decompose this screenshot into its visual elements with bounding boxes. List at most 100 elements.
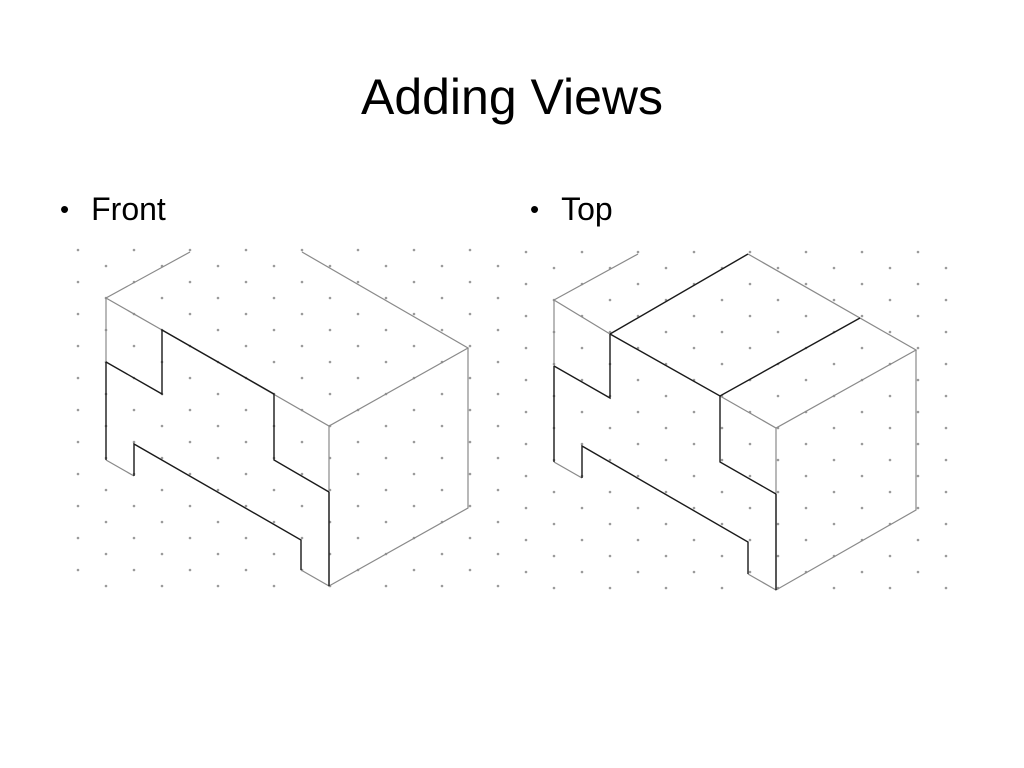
grid-dot	[916, 282, 920, 286]
grid-dot	[636, 506, 640, 510]
grid-dot	[524, 346, 528, 350]
grid-dot	[412, 344, 416, 348]
grid-dot	[300, 440, 304, 444]
grid-dot	[496, 264, 500, 268]
top-view-inner	[609, 317, 861, 397]
grid-dot	[944, 554, 948, 558]
grid-dot	[720, 554, 724, 558]
grid-dot	[132, 504, 136, 508]
grid-dot	[888, 490, 892, 494]
grid-dot	[328, 392, 332, 396]
grid-dot	[300, 280, 304, 284]
grid-dot	[776, 426, 780, 430]
grid-dot	[916, 250, 920, 254]
grid-dot	[440, 328, 444, 332]
grid-dot	[888, 362, 892, 366]
grid-dot	[944, 394, 948, 398]
grid-dot	[916, 314, 920, 318]
slide-title: Adding Views	[360, 69, 664, 125]
bullet-front-label: Front	[91, 191, 166, 227]
grid-dot	[104, 360, 108, 364]
grid-dot	[412, 440, 416, 444]
grid-dot	[384, 488, 388, 492]
grid-dot	[160, 392, 164, 396]
grid-dot	[132, 568, 136, 572]
grid-dot	[496, 456, 500, 460]
grid-dot	[244, 376, 248, 380]
grid-dot	[524, 410, 528, 414]
grid-dot	[608, 362, 612, 366]
grid-dot	[384, 392, 388, 396]
grid-dot	[188, 376, 192, 380]
grid-dot	[608, 298, 612, 302]
grid-dot	[720, 362, 724, 366]
grid-dot	[440, 360, 444, 364]
grid-dot	[104, 456, 108, 460]
grid-dot	[580, 378, 584, 382]
grid-dot	[664, 490, 668, 494]
grid-dot	[944, 586, 948, 590]
grid-dot	[440, 520, 444, 524]
grid-dot	[748, 538, 752, 542]
grid-dot	[272, 520, 276, 524]
grid-dot	[244, 280, 248, 284]
grid-dot	[804, 538, 808, 542]
grid-dot	[328, 488, 332, 492]
grid-dot	[832, 330, 836, 334]
grid-dot	[104, 328, 108, 332]
grid-dot	[720, 266, 724, 270]
grid-dot	[832, 394, 836, 398]
grid-dot	[188, 536, 192, 540]
grid-dot	[160, 520, 164, 524]
grid-dot	[692, 346, 696, 350]
grid-dot	[692, 378, 696, 382]
grid-dot	[132, 312, 136, 316]
grid-dot	[944, 490, 948, 494]
grid-dot	[412, 280, 416, 284]
grid-dot	[272, 328, 276, 332]
grid-dot	[664, 522, 668, 526]
grid-dot	[76, 504, 80, 508]
grid-dot	[860, 538, 864, 542]
grid-dot	[244, 344, 248, 348]
grid-dot	[216, 456, 220, 460]
isometric-object-top	[552, 253, 918, 592]
grid-dot	[608, 394, 612, 398]
bullet-top: • Top	[530, 188, 613, 230]
right-face-edge	[328, 348, 469, 588]
grid-dot	[76, 280, 80, 284]
grid-dot	[76, 440, 80, 444]
top-view-outline	[609, 253, 749, 335]
grid-dot	[552, 362, 556, 366]
grid-dot	[440, 264, 444, 268]
grid-dot	[636, 378, 640, 382]
grid-dot	[356, 472, 360, 476]
top-face-edge	[104, 251, 470, 427]
grid-dot	[244, 440, 248, 444]
grid-dot	[944, 522, 948, 526]
grid-dot	[216, 360, 220, 364]
grid-dot	[748, 442, 752, 446]
grid-dot	[832, 266, 836, 270]
grid-dot	[888, 394, 892, 398]
grid-dot	[160, 328, 164, 332]
grid-dot	[636, 282, 640, 286]
grid-dot	[272, 424, 276, 428]
grid-dot	[720, 586, 724, 590]
grid-dot	[692, 506, 696, 510]
grid-dot	[300, 408, 304, 412]
grid-dot	[468, 248, 472, 252]
grid-dot	[804, 282, 808, 286]
grid-dot	[804, 570, 808, 574]
grid-dot	[720, 490, 724, 494]
grid-dot	[132, 280, 136, 284]
grid-dot	[440, 296, 444, 300]
grid-dot	[552, 330, 556, 334]
grid-dot	[580, 346, 584, 350]
grid-dot	[804, 474, 808, 478]
grid-dot	[468, 376, 472, 380]
grid-dot	[356, 280, 360, 284]
grid-dot	[832, 586, 836, 590]
grid-dot	[524, 314, 528, 318]
grid-dot	[132, 536, 136, 540]
